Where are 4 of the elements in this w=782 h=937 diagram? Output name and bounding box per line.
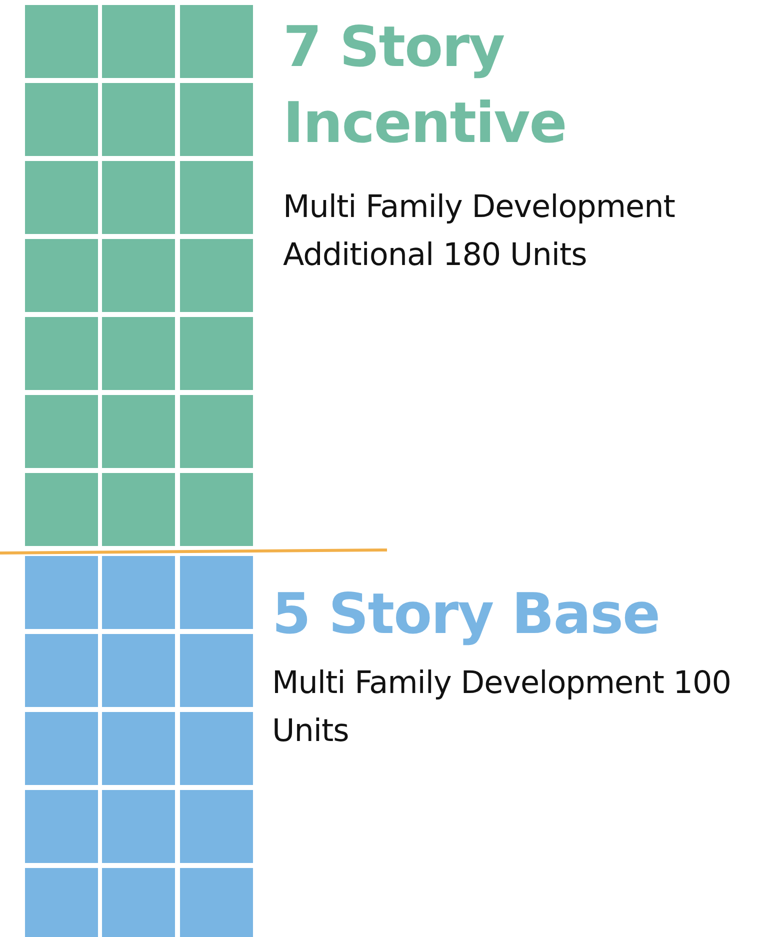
description: Multi Family Development 100 Units: [272, 664, 732, 751]
heading: 7 Story Incentive: [283, 14, 568, 158]
description: Multi Family Development Additional 180 Units: [283, 188, 676, 275]
heading: 5 Story Base: [272, 581, 660, 649]
